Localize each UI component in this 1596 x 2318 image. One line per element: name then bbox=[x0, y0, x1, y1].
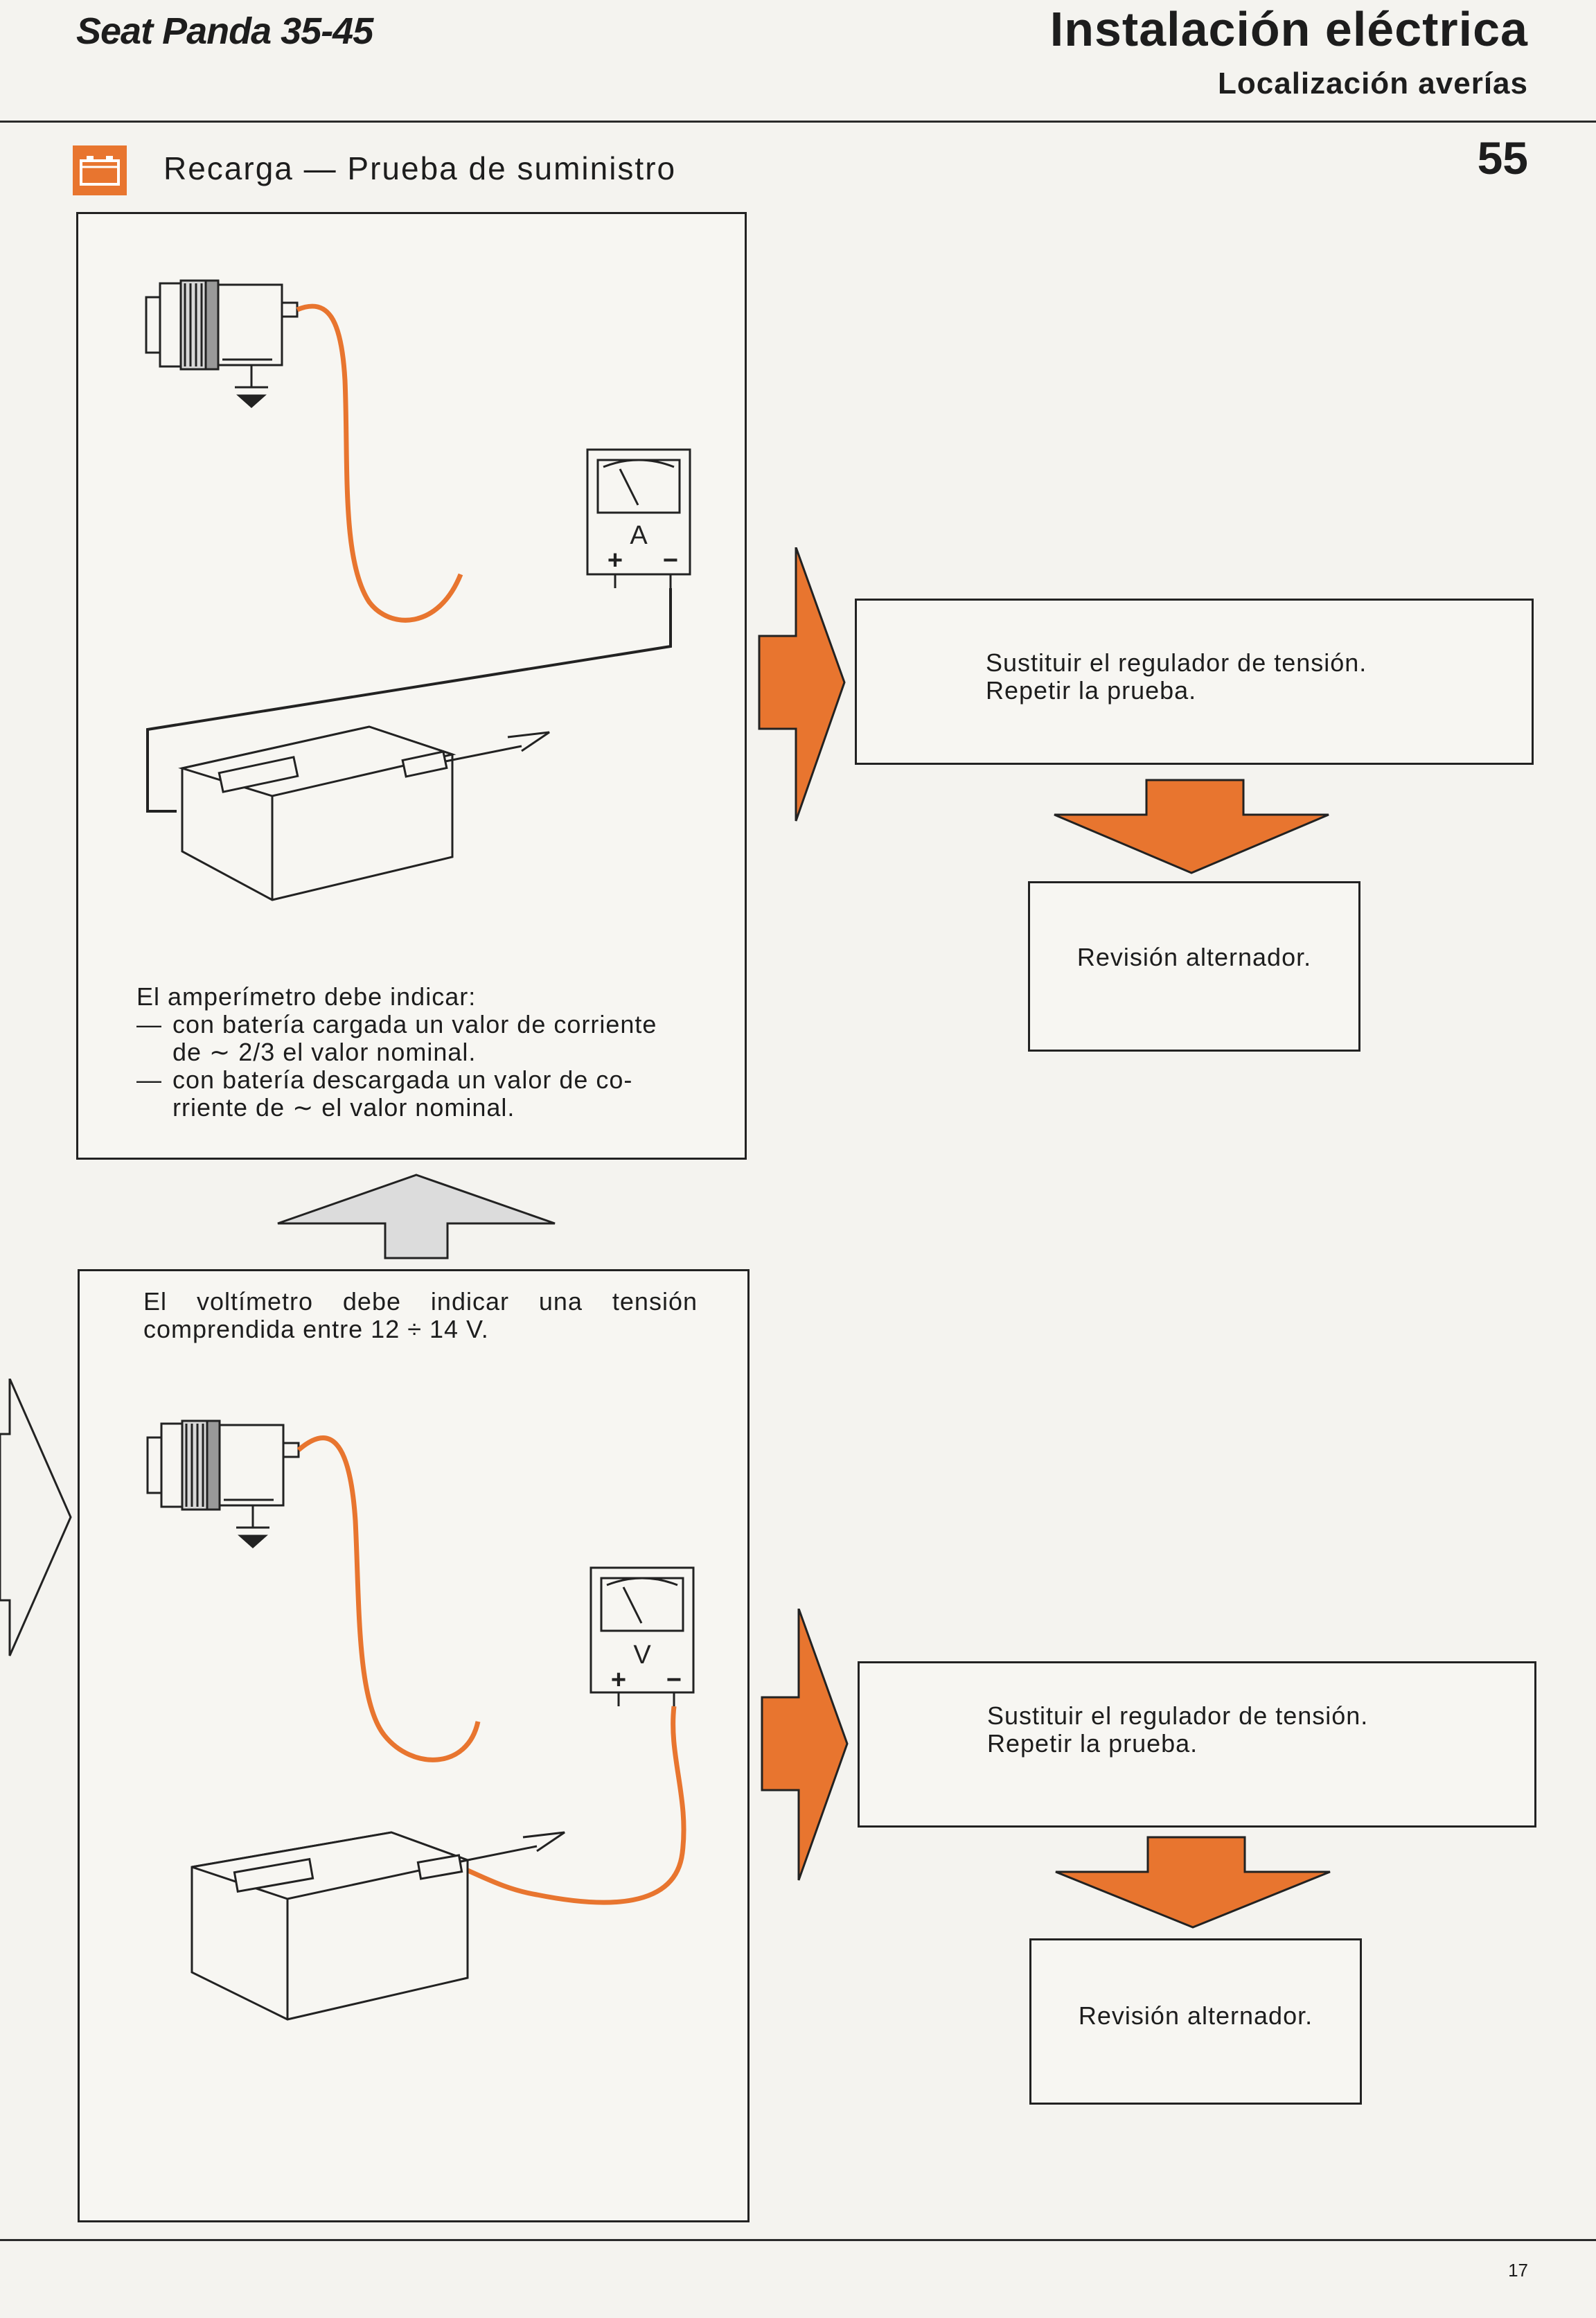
incoming-arrow-icon bbox=[0, 1379, 72, 1656]
header-divider bbox=[0, 121, 1596, 123]
voltmeter-wiring-diagram: V + − bbox=[146, 1419, 695, 2021]
result-message-line2: Repetir la prueba. bbox=[986, 676, 1197, 705]
battery-drawing bbox=[190, 1831, 565, 2021]
result-message-line1: Sustituir el regulador de tensión. bbox=[987, 1701, 1369, 1730]
next-step-label: Revisión alternador. bbox=[1078, 2001, 1313, 2030]
footer-divider bbox=[0, 2239, 1596, 2241]
right-arrow-icon bbox=[758, 547, 846, 822]
voltmeter-test-panel: El voltímetro debe indicar una tensión c… bbox=[78, 1269, 750, 2222]
alternator-icon bbox=[146, 1419, 300, 1549]
ammeter-test-panel: A + − El amperímetro debe indicar: con b… bbox=[76, 212, 747, 1160]
voltmeter-symbol: V bbox=[633, 1640, 651, 1670]
down-arrow-icon bbox=[1054, 779, 1329, 874]
instruction-item: con batería cargada un valor de corrient… bbox=[136, 1011, 691, 1066]
svg-text:+: + bbox=[611, 1665, 626, 1695]
manual-model-title: Seat Panda 35-45 bbox=[76, 10, 373, 52]
result-message-line2: Repetir la prueba. bbox=[987, 1729, 1198, 1758]
right-arrow-icon bbox=[761, 1609, 849, 1881]
page-number: 55 bbox=[1477, 132, 1528, 184]
ammeter-icon bbox=[586, 448, 691, 588]
svg-text:+: + bbox=[608, 546, 623, 575]
battery-drawing bbox=[178, 725, 550, 901]
ammeter-symbol: A bbox=[630, 521, 648, 550]
up-arrow-icon bbox=[277, 1174, 556, 1259]
battery-icon bbox=[73, 145, 127, 195]
next-step-label: Revisión alternador. bbox=[1076, 943, 1312, 971]
bottom-result-box: Sustituir el regulador de tensión. Repet… bbox=[858, 1661, 1536, 1828]
chapter-subtitle: Localización averías bbox=[1218, 67, 1528, 100]
ammeter-wiring-diagram: A + − bbox=[145, 279, 691, 901]
chapter-title: Instalación eléctrica bbox=[1049, 2, 1528, 56]
bottom-next-step-box: Revisión alternador. bbox=[1029, 1938, 1362, 2105]
svg-text:−: − bbox=[663, 546, 678, 575]
alternator-icon bbox=[145, 279, 299, 409]
ammeter-instruction: El amperímetro debe indicar: bbox=[136, 982, 477, 1011]
sheet-number: 17 bbox=[1508, 2260, 1528, 2281]
result-message-line1: Sustituir el regulador de tensión. bbox=[986, 648, 1367, 677]
svg-text:−: − bbox=[666, 1665, 682, 1695]
voltmeter-icon bbox=[589, 1566, 695, 1706]
instruction-item: con batería descargada un valor de co-rr… bbox=[136, 1066, 691, 1122]
voltmeter-instruction: El voltímetro debe indicar una tensión c… bbox=[143, 1287, 698, 1343]
section-title: Recarga — Prueba de suministro bbox=[163, 150, 677, 186]
top-next-step-box: Revisión alternador. bbox=[1028, 881, 1360, 1052]
top-result-box: Sustituir el regulador de tensión. Repet… bbox=[855, 599, 1534, 765]
down-arrow-icon bbox=[1055, 1836, 1331, 1929]
